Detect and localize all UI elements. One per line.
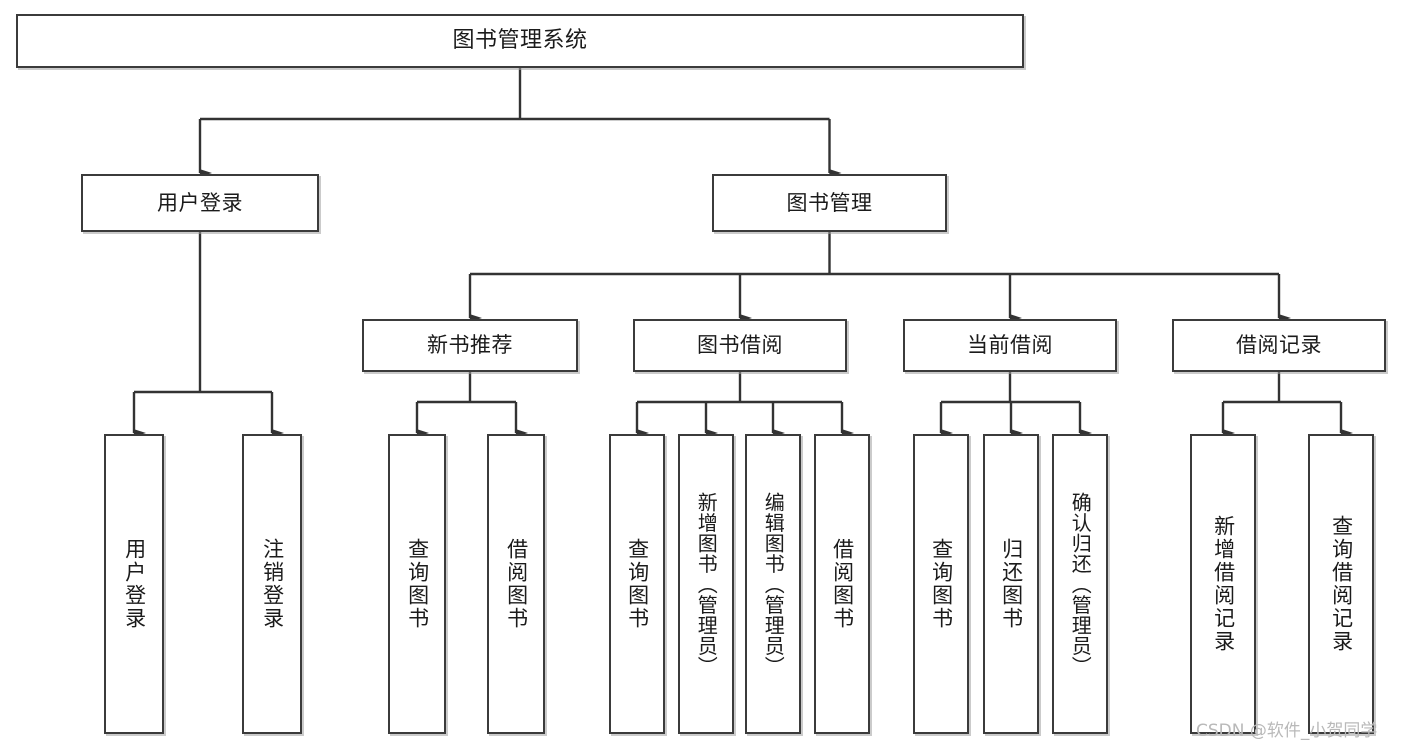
node-label: 用户登录 — [122, 538, 147, 630]
node-l_confirm[interactable]: 确认归还（管理员） — [1052, 434, 1108, 734]
node-newbook[interactable]: 新书推荐 — [362, 319, 578, 372]
node-label: 查询图书 — [405, 538, 430, 630]
node-l_editbook[interactable]: 编辑图书（管理员） — [745, 434, 801, 734]
node-root[interactable]: 图书管理系统 — [16, 14, 1024, 68]
node-label: 借阅图书 — [504, 538, 529, 630]
node-login[interactable]: 用户登录 — [81, 174, 319, 232]
node-label: 图书管理 — [786, 190, 873, 215]
node-borrow[interactable]: 图书借阅 — [633, 319, 847, 372]
node-label: 新增借阅记录 — [1211, 515, 1236, 653]
node-label: 新增图书（管理员） — [694, 491, 719, 677]
csdn-watermark: CSDN @软件_小贺同学 — [1196, 721, 1378, 741]
node-label: 查询图书 — [625, 538, 650, 630]
node-current[interactable]: 当前借阅 — [903, 319, 1117, 372]
node-l_addbook[interactable]: 新增图书（管理员） — [678, 434, 734, 734]
node-label: 编辑图书（管理员） — [761, 491, 786, 677]
node-label: 新书推荐 — [427, 333, 513, 358]
node-label: 确认归还（管理员） — [1068, 491, 1093, 677]
node-label: 归还图书 — [999, 538, 1024, 630]
node-label: 当前借阅 — [967, 333, 1053, 358]
node-bookmgmt[interactable]: 图书管理 — [712, 174, 947, 232]
node-l_qbook2[interactable]: 查询图书 — [609, 434, 665, 734]
node-l_addrec[interactable]: 新增借阅记录 — [1190, 434, 1256, 734]
node-l_login[interactable]: 用户登录 — [104, 434, 164, 734]
node-records[interactable]: 借阅记录 — [1172, 319, 1386, 372]
node-l_bbook2[interactable]: 借阅图书 — [814, 434, 870, 734]
node-l_qbook3[interactable]: 查询图书 — [913, 434, 969, 734]
node-label: 注销登录 — [260, 538, 285, 630]
node-label: 图书管理系统 — [452, 28, 588, 54]
node-l_return[interactable]: 归还图书 — [983, 434, 1039, 734]
node-l_logout[interactable]: 注销登录 — [242, 434, 302, 734]
node-label: 用户登录 — [157, 190, 243, 215]
node-label: 借阅记录 — [1236, 333, 1322, 358]
edge-paths — [132, 68, 1353, 437]
node-label: 借阅图书 — [830, 538, 855, 630]
node-label: 图书借阅 — [697, 333, 783, 358]
node-label: 查询图书 — [929, 538, 954, 630]
node-l_bbook1[interactable]: 借阅图书 — [487, 434, 545, 734]
node-l_qrec[interactable]: 查询借阅记录 — [1308, 434, 1374, 734]
node-l_qbook1[interactable]: 查询图书 — [388, 434, 446, 734]
node-label: 查询借阅记录 — [1329, 515, 1354, 653]
